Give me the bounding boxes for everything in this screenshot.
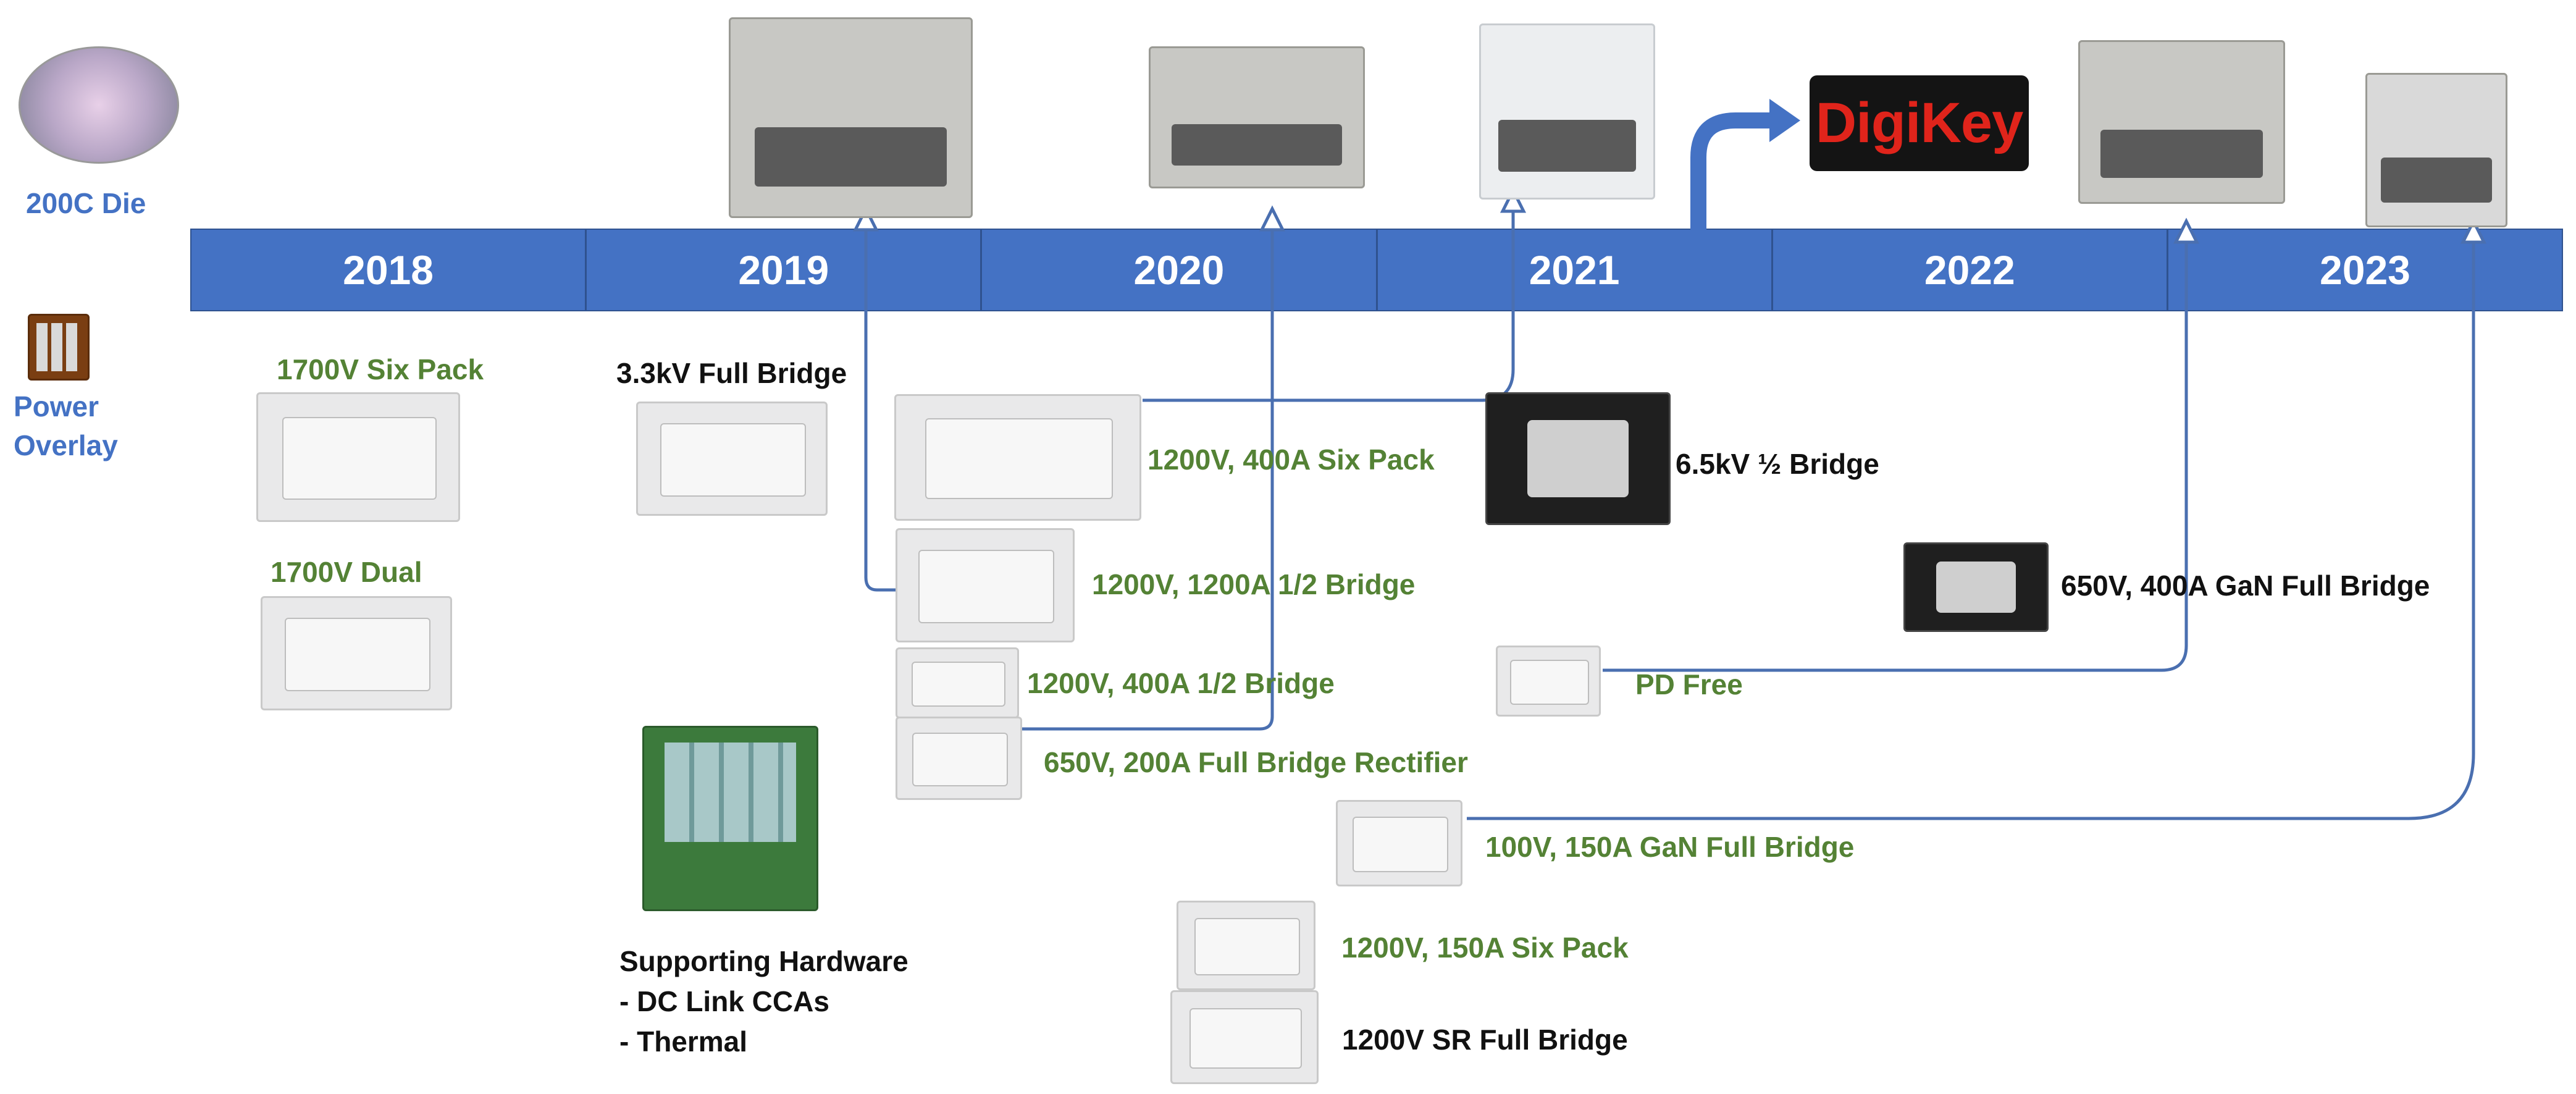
- module-1200v-400a-half-bridge-image: [896, 647, 1019, 718]
- module-3-3kv-full-bridge-image: [636, 402, 828, 516]
- module-1200v-1200a-half-bridge-image: [896, 528, 1075, 642]
- label-1200v-400a-six-pack: 1200V, 400A Six Pack: [1147, 444, 1435, 476]
- label-1200v-400a-half-bridge: 1200V, 400A 1/2 Bridge: [1027, 667, 1335, 699]
- digikey-logo: DigiKey: [1810, 75, 2029, 171]
- year-timeline: 2018 2019 2020 2021 2022 2023: [190, 229, 2563, 311]
- label-1200v-sr-full-bridge: 1200V SR Full Bridge: [1342, 1024, 1628, 1056]
- power-overlay-label-2: Overlay: [14, 429, 118, 461]
- module-650v-200a-rectifier-image: [896, 717, 1022, 800]
- label-6-5kv-half-bridge: 6.5kV ½ Bridge: [1676, 448, 1879, 480]
- digikey-arrow: [1690, 99, 1800, 230]
- power-overlay-label-1: Power: [14, 390, 99, 423]
- label-650v-200a-rectifier: 650V, 200A Full Bridge Rectifier: [1044, 746, 1468, 778]
- year-2023: 2023: [2320, 247, 2410, 293]
- chassis-2020-image: [1149, 46, 1365, 188]
- chassis-2021-image: [1479, 23, 1655, 200]
- module-1200v-400a-six-pack-image: [894, 394, 1141, 521]
- module-100v-150a-gan-image: [1336, 800, 1462, 886]
- connector-rectifier-to-2020: [1022, 216, 1274, 731]
- module-1700v-dual-image: [261, 596, 452, 710]
- die-wafer-image: [19, 46, 179, 164]
- connector-half-bridge-to-2019: [864, 216, 896, 592]
- label-1200v-150a-six-pack: 1200V, 150A Six Pack: [1341, 932, 1629, 964]
- module-6-5kv-half-bridge-image: [1485, 392, 1671, 525]
- module-650v-400a-gan-image: [1903, 542, 2049, 632]
- connector-gan-to-2023: [1467, 229, 2475, 820]
- label-1700v-six-pack: 1700V Six Pack: [277, 353, 484, 385]
- power-overlay-image: [28, 314, 90, 381]
- chassis-2022-image: [2078, 40, 2285, 204]
- connector-sixpack-to-2021: [1143, 198, 1515, 402]
- label-1700v-dual: 1700V Dual: [271, 556, 422, 588]
- module-pd-free-image: [1496, 646, 1601, 717]
- year-2019: 2019: [587, 230, 983, 310]
- module-1200v-150a-six-pack-image: [1177, 901, 1315, 990]
- label-100v-150a-gan: 100V, 150A GaN Full Bridge: [1485, 831, 1855, 863]
- connector-pdfree-to-2022: [1603, 229, 2188, 672]
- module-1200v-sr-full-bridge-image: [1170, 990, 1319, 1084]
- die-label: 200C Die: [26, 187, 146, 219]
- year-2021: 2021: [1378, 230, 1773, 310]
- label-650v-400a-gan: 650V, 400A GaN Full Bridge: [2061, 570, 2430, 602]
- supporting-hardware-title: Supporting Hardware: [619, 945, 908, 977]
- module-1700v-six-pack-image: [256, 392, 460, 522]
- supporting-item-dc-link: - DC Link CCAs: [619, 985, 829, 1017]
- chassis-2019-image: [729, 17, 973, 218]
- supporting-item-thermal: - Thermal: [619, 1025, 748, 1058]
- supporting-hardware-image: [642, 726, 818, 911]
- chassis-2023-image: [2365, 73, 2507, 227]
- year-2020: 2020: [982, 230, 1378, 310]
- label-pd-free: PD Free: [1635, 668, 1743, 701]
- year-2022: 2022: [1773, 230, 2168, 310]
- label-3-3kv-full-bridge: 3.3kV Full Bridge: [616, 357, 847, 389]
- year-2018: 2018: [191, 230, 587, 310]
- label-1200v-1200a-half-bridge: 1200V, 1200A 1/2 Bridge: [1092, 568, 1416, 600]
